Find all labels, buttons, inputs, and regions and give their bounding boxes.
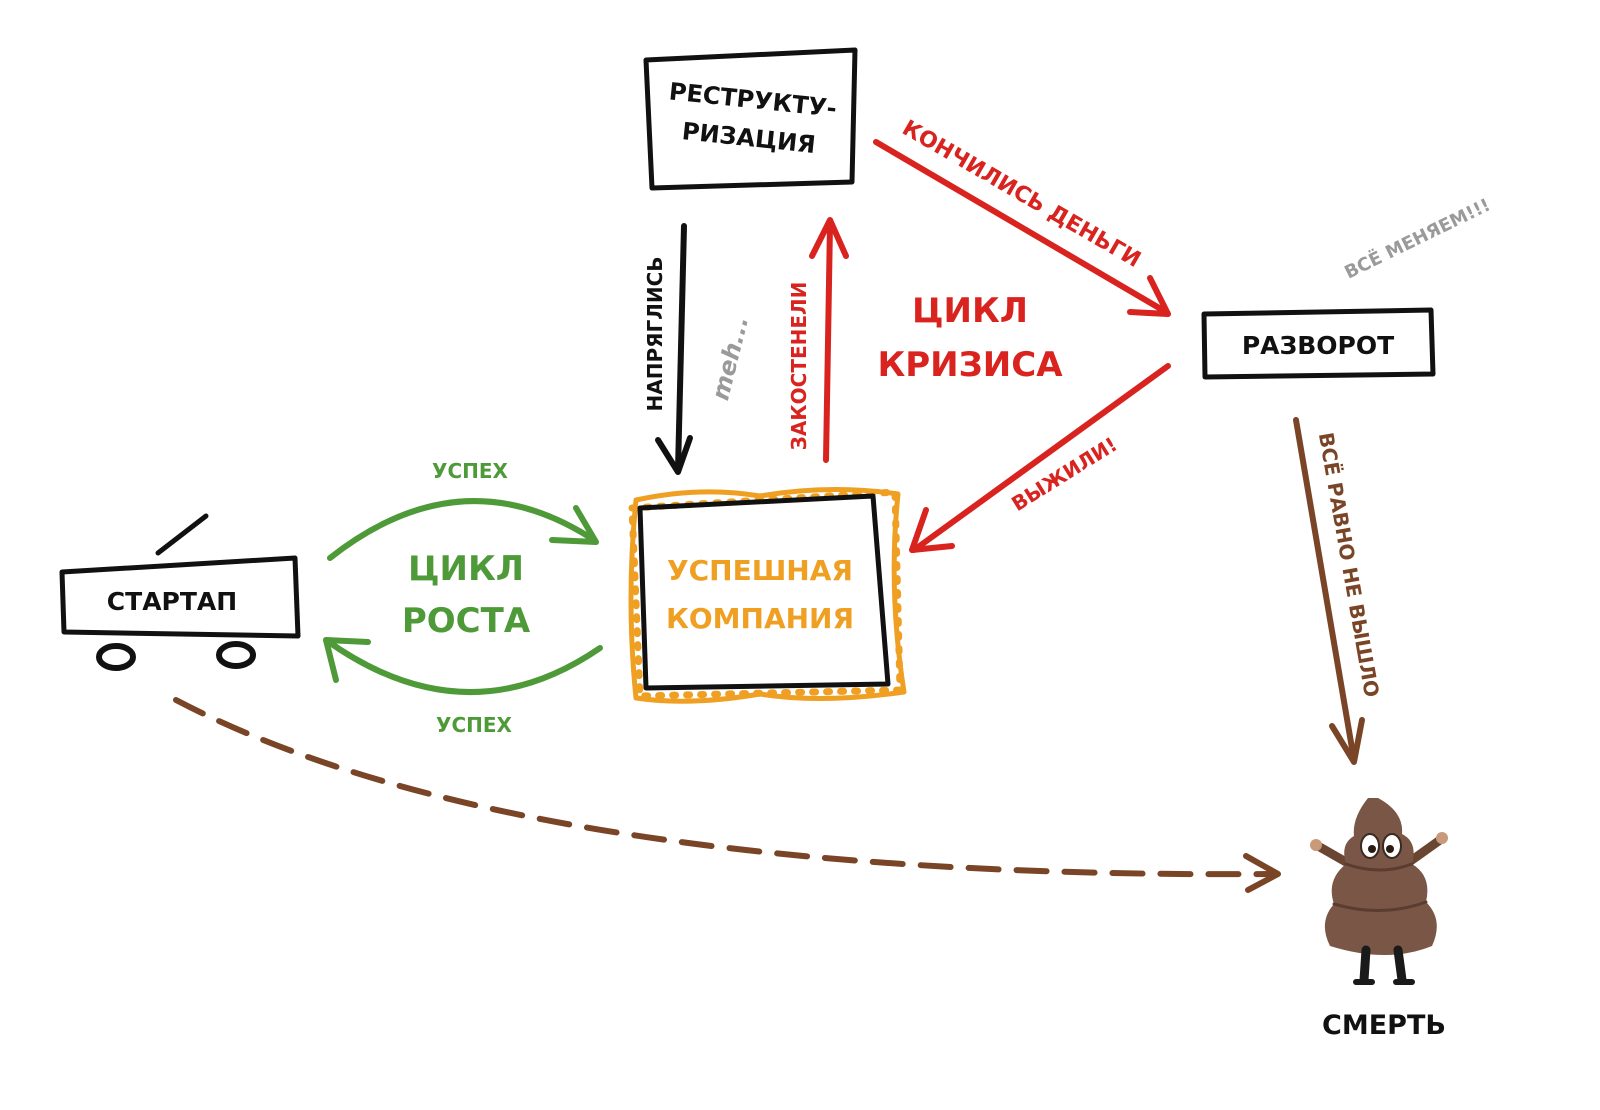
- startup-node: СТАРТАП: [59, 513, 301, 671]
- restructuring-node: РЕСТРУКТУ- РИЗАЦИЯ: [643, 47, 858, 191]
- startup-box: [59, 555, 301, 639]
- success-bottom-arrow: [323, 637, 603, 695]
- company-label-line2: КОМПАНИЯ: [666, 602, 854, 635]
- startup-to-death-dashed-arrow: [173, 697, 1281, 893]
- restructuring-label-line1: РЕСТРУКТУ-: [668, 77, 839, 122]
- cart-wheel-right-icon: [216, 641, 256, 669]
- change-everything-label: ВСЁ МЕНЯЕМ!!!: [1341, 194, 1494, 284]
- success-top-label: УСПЕХ: [432, 459, 508, 483]
- cart-icon: [155, 513, 209, 556]
- poop-mascot-icon: [1310, 798, 1448, 985]
- success-bottom-label: УСПЕХ: [436, 713, 512, 737]
- company-scribble: [628, 486, 907, 704]
- company-box: [637, 493, 891, 691]
- company-node: УСПЕШНАЯ КОМПАНИЯ: [628, 486, 907, 704]
- company-label-line1: УСПЕШНАЯ: [667, 554, 853, 587]
- pivot-box: [1201, 307, 1436, 380]
- survived-arrow: [909, 363, 1171, 553]
- tensed-up-label: НАПРЯГЛИСЬ: [643, 256, 667, 411]
- company-glow: [628, 488, 904, 700]
- restructuring-label-line2: РИЗАЦИЯ: [681, 117, 817, 159]
- meh-label: meh...: [706, 313, 754, 403]
- growth-cycle-label-line2: РОСТА: [402, 601, 531, 641]
- ossified-label: ЗАКОСТЕНЕЛИ: [787, 282, 811, 451]
- pivot-node: РАЗВОРОТ: [1201, 307, 1436, 380]
- didnt-work-arrow: [1293, 417, 1365, 765]
- success-top-arrow: [327, 498, 599, 561]
- startup-label: СТАРТАП: [107, 587, 237, 616]
- growth-cycle-label-line1: ЦИКЛ: [408, 549, 524, 589]
- restructuring-box: [643, 47, 858, 191]
- tensed-up-arrow: [655, 223, 693, 475]
- didnt-work-label: ВСЁ РАВНО НЕ ВЫШЛО: [1314, 431, 1384, 699]
- death-label: СМЕРТЬ: [1322, 1010, 1446, 1041]
- ran-out-of-money-label: КОНЧИЛИСЬ ДЕНЬГИ: [898, 116, 1145, 273]
- ossified-arrow: [809, 217, 849, 463]
- crisis-cycle-label-line2: КРИЗИСА: [877, 345, 1063, 385]
- crisis-cycle-label-line1: ЦИКЛ: [912, 291, 1028, 331]
- ran-out-of-money-arrow: [873, 139, 1171, 317]
- pivot-label: РАЗВОРОТ: [1242, 331, 1394, 360]
- cart-wheel-left-icon: [96, 643, 136, 671]
